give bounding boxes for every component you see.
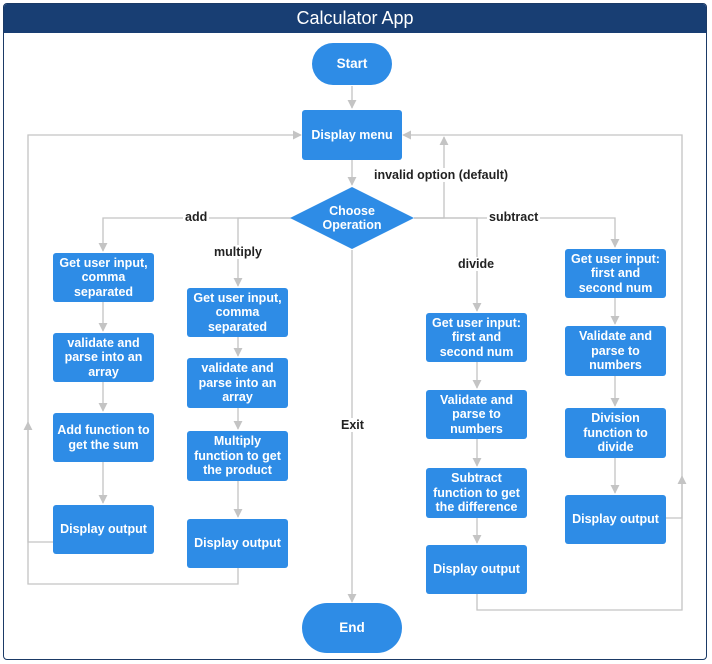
divide-input-node: Get user input: first and second num bbox=[426, 313, 527, 362]
edge-divide-return bbox=[402, 130, 683, 611]
subtract-input-node: Get user input: first and second num bbox=[565, 249, 666, 298]
edge-subtract-return bbox=[666, 475, 687, 519]
edge-choose-to-add bbox=[98, 217, 290, 252]
divide-function-node: Subtract function to get the difference bbox=[426, 468, 527, 518]
multiply-validate-node: validate and parse into an array bbox=[187, 358, 288, 408]
app-frame: Calculator App bbox=[3, 3, 707, 660]
label-invalid-option: invalid option (default) bbox=[372, 168, 511, 182]
choose-operation-diamond bbox=[290, 187, 414, 249]
edge-choose-to-subtract bbox=[414, 217, 620, 248]
divide-output-node: Display output bbox=[426, 545, 527, 594]
app-title: Calculator App bbox=[296, 8, 414, 28]
divide-validate-node: Validate and parse to numbers bbox=[426, 390, 527, 439]
multiply-function-node: Multiply function to get the product bbox=[187, 431, 288, 481]
end-node: End bbox=[302, 603, 402, 653]
subtract-output-node: Display output bbox=[565, 495, 666, 544]
label-divide: divide bbox=[456, 257, 497, 271]
add-function-node: Add function to get the sum bbox=[53, 413, 154, 462]
add-validate-node: validate and parse into an array bbox=[53, 333, 154, 382]
start-node: Start bbox=[312, 43, 392, 85]
subtract-function-node: Division function to divide bbox=[565, 408, 666, 458]
label-add: add bbox=[183, 210, 210, 224]
label-subtract: subtract bbox=[487, 210, 541, 224]
edge-choose-to-multiply bbox=[233, 217, 300, 287]
display-menu-node: Display menu bbox=[302, 110, 402, 160]
edge-multiply-return bbox=[27, 130, 302, 585]
multiply-input-node: Get user input, comma separated bbox=[187, 288, 288, 337]
label-multiply: multiply bbox=[212, 245, 264, 259]
choose-operation-label: Choose Operation bbox=[322, 203, 382, 233]
add-output-node: Display output bbox=[53, 505, 154, 554]
label-exit: Exit bbox=[339, 418, 366, 432]
subtract-validate-node: Validate and parse to numbers bbox=[565, 326, 666, 376]
add-input-node: Get user input, comma separated bbox=[53, 253, 154, 302]
multiply-output-node: Display output bbox=[187, 519, 288, 568]
edge-add-return bbox=[23, 421, 54, 543]
title-bar: Calculator App bbox=[4, 4, 706, 33]
